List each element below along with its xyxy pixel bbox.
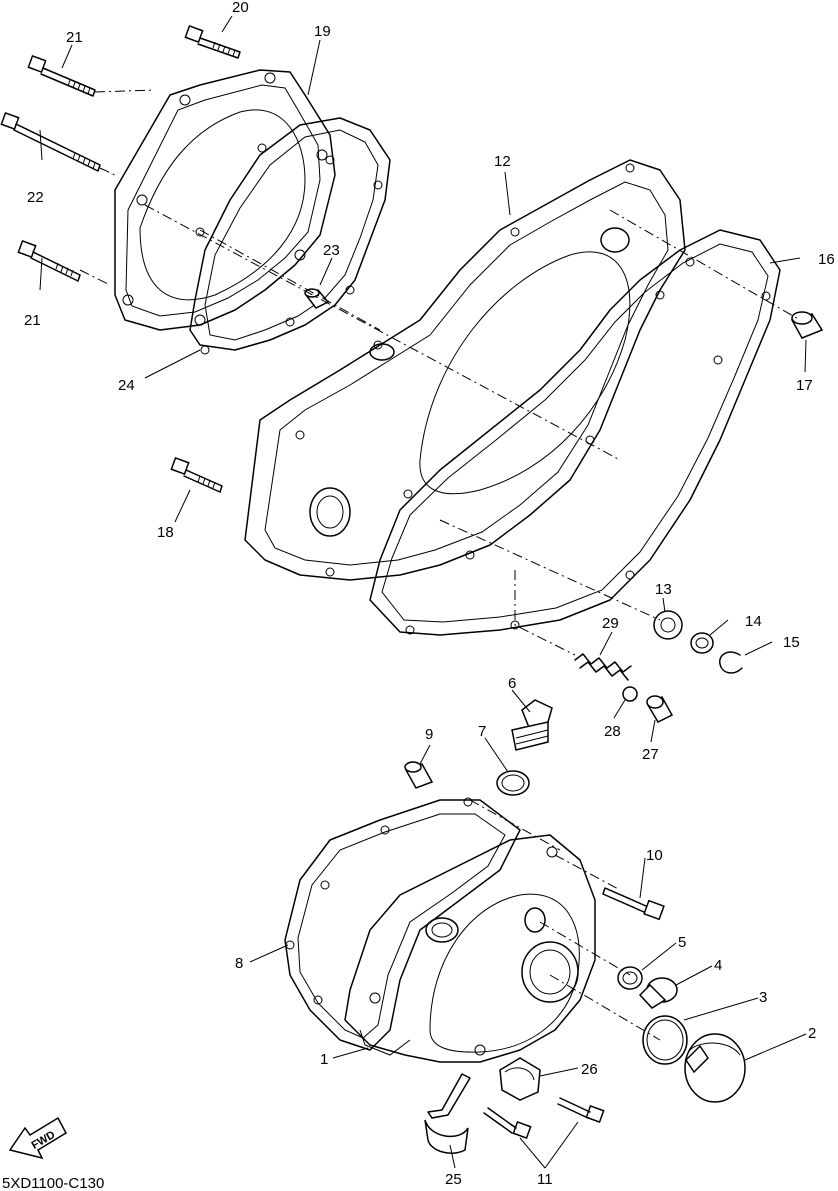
callout-10: 10 xyxy=(646,847,663,864)
side-cover-gasket xyxy=(284,797,521,1051)
callout-labels: 20 19 21 22 21 23 24 12 16 17 18 13 14 1… xyxy=(24,0,835,1188)
outer-clutch-cover xyxy=(114,69,336,331)
plunger-27 xyxy=(646,695,674,723)
dipstick-6 xyxy=(511,699,553,751)
bolt-22 xyxy=(0,112,101,172)
callout-16: 16 xyxy=(818,251,835,268)
bolt-11-right xyxy=(557,1097,605,1123)
dowel-pin-23 xyxy=(304,288,330,309)
callout-21-upper: 21 xyxy=(66,29,83,46)
outer-cover-gasket xyxy=(189,117,391,355)
callout-20: 20 xyxy=(232,0,249,16)
callout-2: 2 xyxy=(808,1025,816,1042)
callout-24: 24 xyxy=(118,377,135,394)
callout-17: 17 xyxy=(796,377,813,394)
callout-14: 14 xyxy=(745,613,762,630)
washer-14 xyxy=(690,632,714,654)
callout-13: 13 xyxy=(655,581,672,598)
bracket-25 xyxy=(424,1073,471,1154)
callout-26: 26 xyxy=(581,1061,598,1078)
callout-29: 29 xyxy=(602,615,619,632)
callout-12: 12 xyxy=(494,153,511,170)
callout-9: 9 xyxy=(425,726,433,743)
collar-17 xyxy=(790,311,824,339)
bolt-20 xyxy=(184,25,241,59)
bolt-21-lower xyxy=(17,240,81,282)
dowel-pin-9 xyxy=(404,761,434,789)
leader-lines xyxy=(39,15,807,1169)
callout-5: 5 xyxy=(678,934,686,951)
callout-11: 11 xyxy=(537,1171,553,1188)
callout-18: 18 xyxy=(157,524,174,541)
bolt-18 xyxy=(170,457,223,493)
callout-25: 25 xyxy=(445,1171,462,1188)
drawing-code: 5XD1100-C130 xyxy=(2,1175,104,1191)
callout-6: 6 xyxy=(508,675,516,692)
callout-28: 28 xyxy=(604,723,621,740)
ball-28 xyxy=(622,686,638,702)
callout-21-lower: 21 xyxy=(24,312,41,329)
callout-27: 27 xyxy=(642,746,659,763)
o-ring-5 xyxy=(617,966,643,990)
callout-1: 1 xyxy=(320,1051,328,1068)
o-ring-3 xyxy=(642,1015,688,1065)
spring-29 xyxy=(574,653,632,681)
crankcase-cover xyxy=(244,159,686,581)
callout-19: 19 xyxy=(314,23,331,40)
bolt-10 xyxy=(602,887,665,921)
callout-4: 4 xyxy=(714,957,722,974)
circlip-15 xyxy=(719,651,743,674)
callout-15: 15 xyxy=(783,634,800,651)
bolt-11-left xyxy=(483,1107,532,1139)
bearing-13 xyxy=(653,610,683,640)
center-lines xyxy=(79,89,801,1041)
clutch-side-cover xyxy=(344,834,596,1063)
callout-8: 8 xyxy=(235,955,243,972)
callout-3: 3 xyxy=(759,989,767,1006)
callout-23: 23 xyxy=(323,242,340,259)
plug-2 xyxy=(684,1033,746,1103)
bolt-21-upper xyxy=(27,55,96,97)
callout-7: 7 xyxy=(478,723,486,740)
plug-4 xyxy=(638,977,678,1009)
fwd-arrow-icon: FWD xyxy=(8,1116,67,1160)
clamp-26 xyxy=(499,1057,541,1101)
o-ring-7 xyxy=(496,770,530,796)
crankcase-cover-gasket xyxy=(369,229,781,636)
callout-22: 22 xyxy=(27,189,44,206)
